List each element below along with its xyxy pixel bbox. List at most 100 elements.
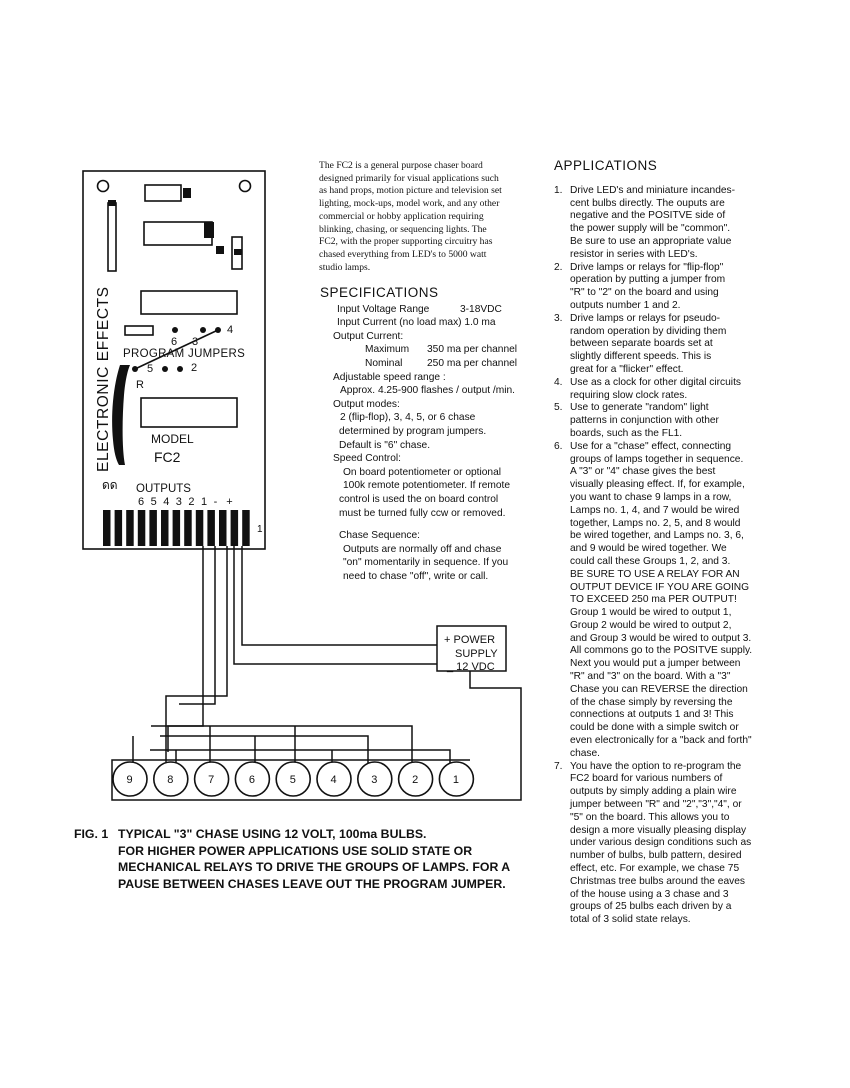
intro-paragraph: The FC2 is a general purpose chaser boar… bbox=[319, 160, 502, 273]
bulb-number: 9 bbox=[127, 774, 133, 786]
application-line: connections at outputs 1 and 3! This bbox=[570, 709, 734, 721]
bulb-icon bbox=[275, 761, 312, 797]
application-line: jumper between "R" and "2","3","4", or bbox=[570, 799, 742, 811]
jumper-pin-5: 5 bbox=[147, 363, 153, 375]
jumper-pin-4: 4 bbox=[227, 324, 233, 336]
application-line: random operation by dividing them bbox=[570, 325, 727, 337]
power-supply-line-3: _ 12 VDC bbox=[446, 661, 495, 673]
applications-heading: APPLICATIONS bbox=[554, 158, 658, 173]
circuit-board bbox=[82, 170, 266, 550]
bulb-number: 8 bbox=[167, 774, 173, 786]
application-number: 2. bbox=[554, 261, 563, 273]
application-number: 7. bbox=[554, 760, 563, 772]
output-1-wire bbox=[165, 546, 228, 762]
application-line: Lamps no. 1, 4, and 7 would be wired bbox=[570, 504, 740, 516]
positive-supply-wire bbox=[241, 546, 437, 646]
application-line: and 9 would be wired together. We bbox=[570, 543, 727, 555]
specifications-heading: SPECIFICATIONS bbox=[320, 285, 439, 300]
bulb-number: 1 bbox=[453, 774, 459, 786]
output-pin-label: - bbox=[214, 496, 218, 508]
application-line: design a more visually pleasing display bbox=[570, 824, 747, 836]
output-pin-label: + bbox=[226, 496, 232, 508]
application-line: you want to chase 9 lamps in a row, bbox=[570, 491, 732, 503]
applications-list: 1. Drive LED's and miniature incandes-cen… bbox=[554, 185, 784, 927]
application-line: groups of lamps together in sequence. bbox=[570, 453, 744, 465]
application-line: negative and the POSITVE side of bbox=[570, 210, 726, 222]
application-line: "R" to "2" on the board and using bbox=[570, 287, 719, 299]
application-line: resistor in series with LED's. bbox=[570, 248, 698, 260]
output-pin-label: 4 bbox=[163, 496, 169, 508]
application-line: Next you would put a jumper between bbox=[570, 658, 741, 670]
application-line: Group 1 would be wired to output 1, bbox=[570, 607, 732, 619]
output-pin-label: 3 bbox=[176, 496, 182, 508]
application-line: visually pleasing effect. If, for exampl… bbox=[570, 479, 745, 491]
application-line: patterns in conjunction with other bbox=[570, 415, 719, 427]
output-pin-label: 6 bbox=[138, 496, 144, 508]
application-line: slightly different speeds. This is bbox=[570, 351, 712, 363]
application-item: 4.Use as a clock for other digital circu… bbox=[554, 377, 784, 403]
chip-outline bbox=[143, 221, 213, 246]
bulb-icon bbox=[397, 761, 434, 797]
application-line: number of bulbs, bulb pattern, desired bbox=[570, 850, 742, 862]
common-bus bbox=[111, 671, 522, 801]
spec-speed-range-label: Adjustable speed range : bbox=[333, 371, 446, 383]
output-2-wire bbox=[179, 546, 216, 705]
application-line: groups of 25 bulbs each driven by a bbox=[570, 901, 732, 913]
application-number: 3. bbox=[554, 312, 563, 324]
terminal-block bbox=[126, 510, 134, 546]
terminal-block bbox=[114, 510, 123, 546]
resistor-outline bbox=[107, 202, 117, 272]
application-line: the power supply will be "common". bbox=[570, 223, 731, 235]
application-line: Use to generate "random" light bbox=[570, 402, 709, 414]
led-symbols: ดด bbox=[102, 478, 118, 492]
application-number: 1. bbox=[554, 184, 563, 196]
application-line: effect, etc. For example, we chase 75 bbox=[570, 863, 740, 875]
application-line: TO EXCEED 250 ma PER OUTPUT! bbox=[570, 594, 737, 606]
spec-output-modes-label: Output modes: bbox=[333, 398, 400, 410]
bulb-number: 3 bbox=[371, 774, 377, 786]
application-line: All commons go to the POSITVE supply. bbox=[570, 645, 753, 657]
spec-input-current: Input Current (no load max) 1.0 ma bbox=[337, 317, 496, 329]
application-line: requiring slow clock rates. bbox=[570, 389, 688, 401]
application-line: chase. bbox=[570, 747, 601, 759]
application-line: cent bulbs directly. The ouputs are bbox=[570, 197, 725, 209]
terminal-block bbox=[207, 510, 215, 546]
application-number: 6. bbox=[554, 440, 563, 452]
application-line: Christmas tree bulbs around the eaves bbox=[570, 875, 745, 887]
bulb-number: 6 bbox=[249, 774, 255, 786]
bulb-icon bbox=[153, 761, 189, 797]
application-line: together, Lamps no. 2, 5, and 8 would bbox=[570, 517, 741, 529]
application-line: FC2 board for various numbers of bbox=[570, 773, 723, 785]
application-line: "5" on the board. This allows you to bbox=[570, 811, 730, 823]
power-supply-box bbox=[436, 625, 507, 672]
application-line: Drive lamps or relays for pseudo- bbox=[570, 312, 721, 324]
application-line: great for a "flicker" effect. bbox=[570, 363, 684, 375]
application-line: Drive LED's and miniature incandes- bbox=[570, 184, 736, 196]
terminal-block bbox=[149, 510, 157, 546]
application-line: operation by putting a jumper from bbox=[570, 274, 726, 286]
group-bus-3 bbox=[150, 749, 451, 766]
application-line: outputs by simply adding a plain wire bbox=[570, 786, 737, 798]
ic-chip-top bbox=[140, 290, 238, 315]
outputs-label: OUTPUTS bbox=[136, 483, 191, 495]
jumper-pin-2: 2 bbox=[191, 362, 197, 374]
application-line: Use for a "chase" effect, connecting bbox=[570, 440, 732, 452]
application-item: 1. Drive LED's and miniature incandes-cen… bbox=[554, 185, 784, 262]
application-line: total of 3 solid state relays. bbox=[570, 914, 691, 926]
application-line: Drive lamps or relays for "flip-flop" bbox=[570, 261, 724, 273]
mounting-hole-icon bbox=[238, 179, 252, 193]
application-line: outputs number 1 and 2. bbox=[570, 299, 681, 311]
output-pin-label: 5 bbox=[151, 496, 157, 508]
power-supply-line-2: SUPPLY bbox=[455, 648, 498, 660]
chip-outline bbox=[144, 184, 182, 202]
application-line: A "3" or "4" chase gives the best bbox=[570, 466, 716, 478]
application-line: under various design conditions such as bbox=[570, 837, 752, 849]
application-line: even electronically for a "back and fort… bbox=[570, 735, 752, 747]
terminal-block bbox=[161, 510, 169, 546]
model-label: MODEL bbox=[151, 432, 194, 446]
